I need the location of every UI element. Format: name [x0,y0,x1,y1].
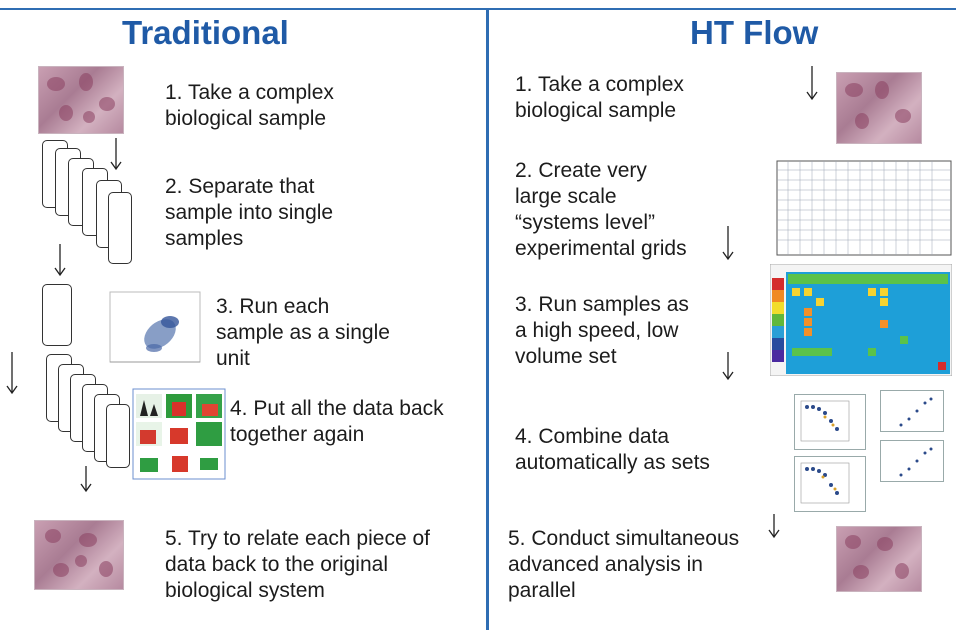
ht-flow-step-3: 3. Run samples as a high speed, low volu… [515,293,689,368]
traditional-step-1: 1. Take a complex biological sample [165,81,334,130]
flow-plot-icon [109,291,201,363]
data-thumbnail-icon [794,456,866,512]
sample-card-icon [108,192,132,264]
combined-data-plot-icon [132,388,226,480]
ht-flow-step-2: 2. Create very large scale “systems leve… [515,159,687,260]
data-thumbnail-icon [880,390,944,432]
heatmap-plate-icon [770,264,952,376]
traditional-step-4: 4. Put all the data back together again [230,397,444,446]
traditional-heading: Traditional [122,14,289,51]
cell-image-icon [836,526,922,592]
cell-image-icon [34,520,124,590]
down-arrow-icon [80,466,92,494]
down-arrow-icon [54,244,66,278]
traditional-step-5: 5. Try to relate each piece of data back… [165,527,430,602]
ht-flow-step-4: 4. Combine data automatically as sets [515,425,710,474]
column-divider [486,8,489,630]
down-arrow-icon [806,66,818,102]
plate-grid-icon [776,160,952,256]
down-arrow-icon [722,352,734,382]
cell-image-icon [38,66,124,134]
down-arrow-icon [768,514,780,540]
cell-image-icon [836,72,922,144]
ht-flow-step-1: 1. Take a complex biological sample [515,73,684,122]
down-arrow-icon [110,138,122,172]
sample-card-icon [106,404,130,468]
data-thumbnail-icon [794,394,866,450]
single-sample-card-icon [42,284,72,346]
traditional-step-3: 3. Run each sample as a single unit [216,295,390,370]
traditional-step-2: 2. Separate that sample into single samp… [165,175,334,250]
top-rule [0,8,956,10]
down-arrow-icon [722,226,734,262]
ht-flow-step-5: 5. Conduct simultaneous advanced analysi… [508,527,740,602]
ht-flow-heading: HT Flow [690,14,819,51]
data-thumbnail-icon [880,440,944,482]
down-arrow-icon [6,352,18,396]
